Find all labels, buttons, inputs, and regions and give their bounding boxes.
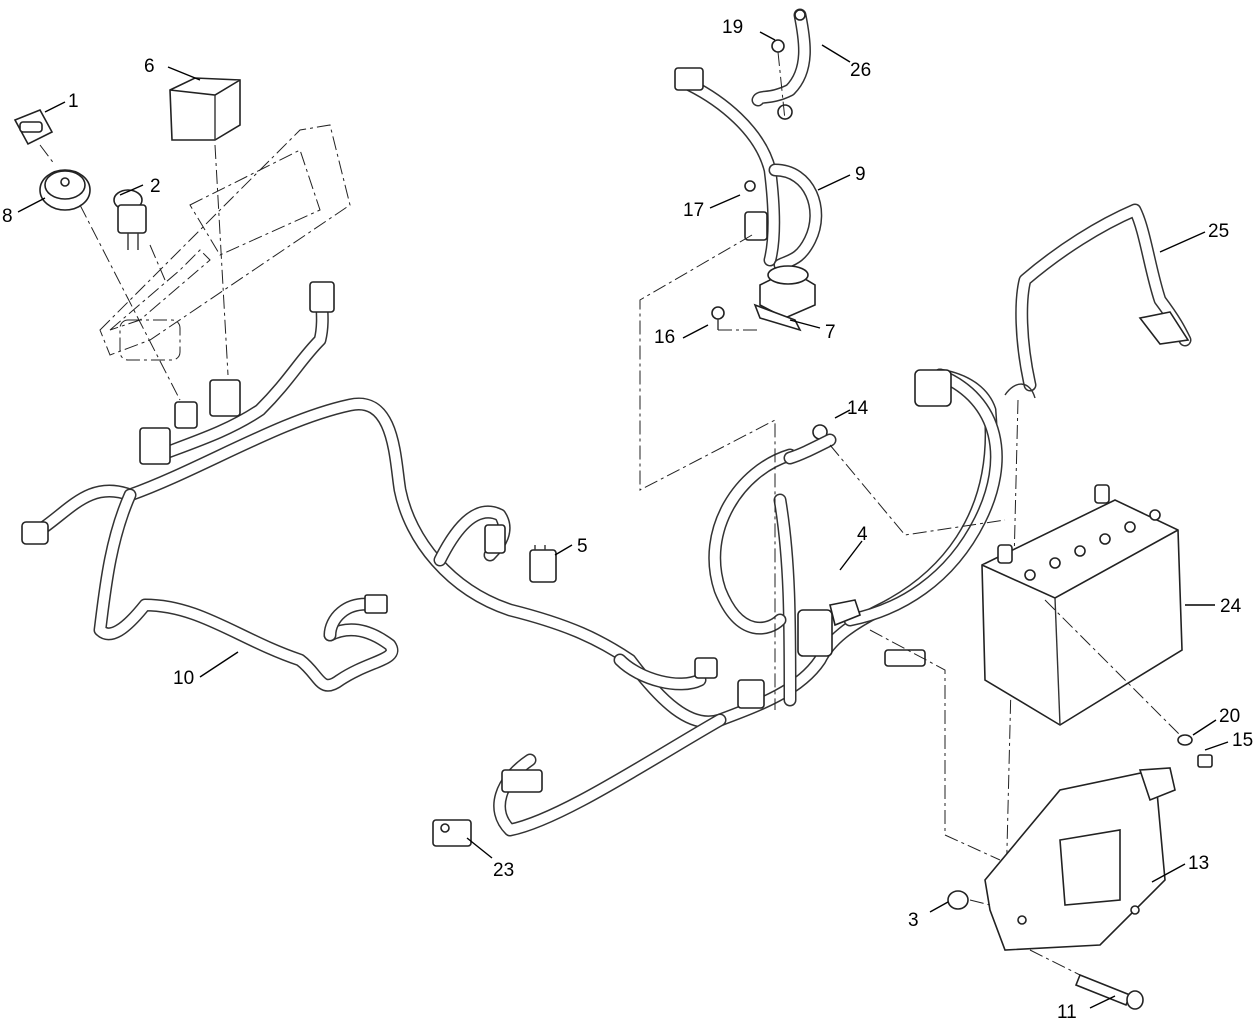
callout-1: 1 [68, 91, 79, 112]
callout-10: 10 [173, 668, 194, 689]
callout-16: 16 [654, 327, 675, 348]
relay-icon [529, 545, 557, 583]
battery-cell-caps [1024, 509, 1161, 581]
screw-icon [711, 306, 725, 330]
callout-3: 3 [908, 910, 919, 931]
washer-icon [1177, 734, 1193, 746]
fuse-holder-icon [797, 599, 861, 657]
callout-13: 13 [1188, 853, 1209, 874]
callout-7: 7 [825, 322, 836, 343]
callout-6: 6 [144, 56, 155, 77]
callout-labels: 1 2 3 4 5 6 7 8 9 10 11 13 14 15 16 17 1… [2, 17, 1253, 1023]
callout-20: 20 [1219, 706, 1240, 727]
callout-14: 14 [847, 398, 869, 419]
callout-15: 15 [1232, 730, 1253, 751]
callout-5: 5 [577, 536, 588, 557]
callout-23: 23 [493, 860, 514, 881]
connector-icon [21, 281, 952, 793]
battery-icon [981, 484, 1183, 726]
solenoid-cable-icon [674, 8, 823, 272]
callout-leaders [17, 31, 1229, 1009]
callout-9: 9 [855, 164, 866, 185]
callout-8: 8 [2, 206, 13, 227]
callout-2: 2 [150, 176, 161, 197]
ring-terminal-icon [783, 424, 837, 465]
solenoid-icon [753, 265, 816, 332]
callout-17: 17 [683, 200, 704, 221]
callout-19: 19 [722, 17, 743, 38]
control-panel-icon [99, 124, 351, 361]
carriage-bolt-icon [1074, 973, 1144, 1010]
key-icon [13, 108, 54, 146]
callout-4: 4 [857, 524, 868, 545]
callout-11: 11 [1057, 1002, 1077, 1023]
bolt-icon [1197, 754, 1213, 768]
callout-24: 24 [1220, 596, 1242, 617]
flange-nut-icon [947, 890, 969, 910]
battery-tray-icon [984, 767, 1176, 951]
hold-down-rod-icon [1004, 203, 1192, 399]
interlock-switch-icon [432, 819, 472, 847]
ignition-switch-icon [39, 169, 91, 211]
callout-26: 26 [850, 60, 871, 81]
wire-harness-icon [33, 283, 1003, 837]
push-switch-icon [113, 189, 147, 250]
cover-cap-icon [169, 77, 241, 141]
callout-25: 25 [1208, 221, 1229, 242]
